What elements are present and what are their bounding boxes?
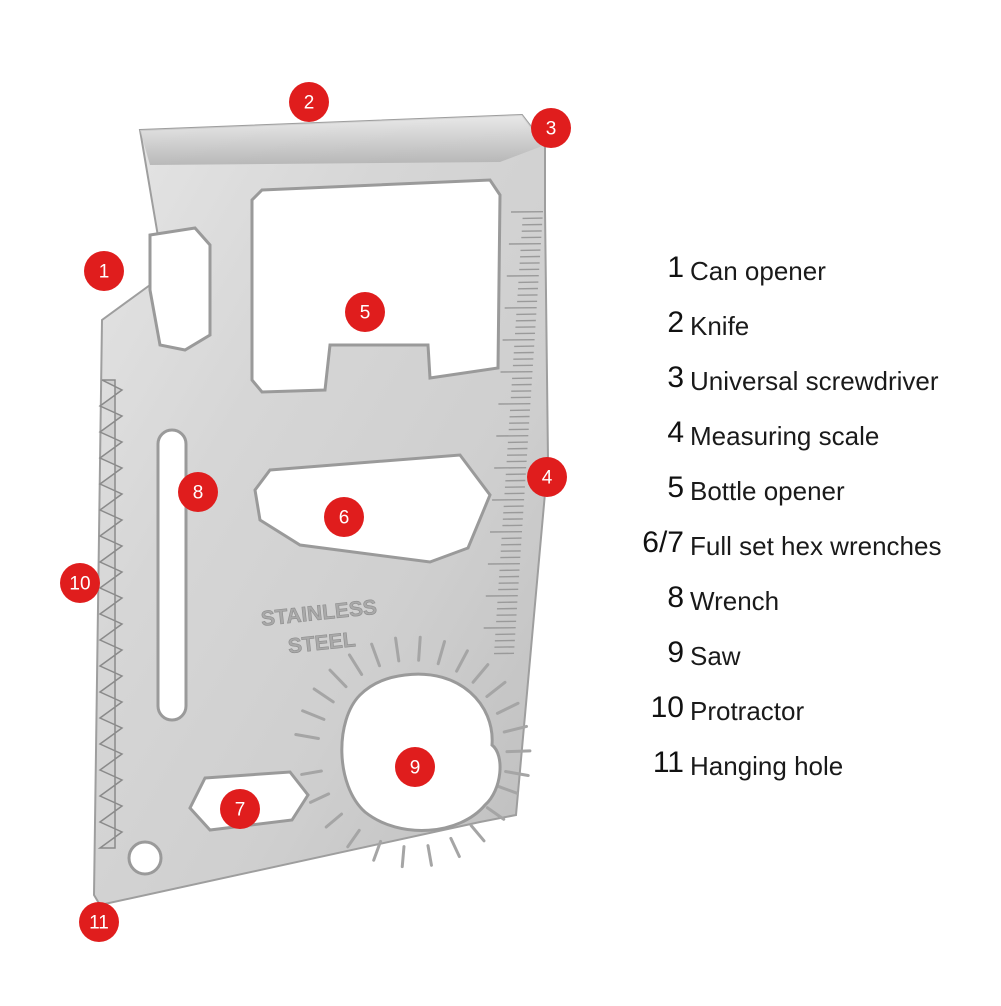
protractor-ray	[428, 846, 431, 866]
legend-number: 6/7	[642, 523, 684, 563]
feature-legend: 1 Can opener 2 Knife 3 Universal screwdr…	[600, 248, 995, 798]
callout-11: 11	[79, 902, 119, 942]
callout-2: 2	[289, 82, 329, 122]
protractor-ray	[451, 838, 459, 856]
callout-6-label: 6	[339, 508, 350, 529]
callout-10: 10	[60, 563, 100, 603]
legend-number: 11	[653, 743, 684, 783]
callout-1-label: 1	[99, 262, 110, 283]
callout-3: 3	[531, 108, 571, 148]
legend-label: Full set hex wrenches	[690, 529, 941, 563]
legend-label: Can opener	[690, 254, 826, 288]
legend-label: Saw	[690, 639, 741, 673]
legend-label: Protractor	[690, 694, 804, 728]
callout-2-label: 2	[304, 93, 315, 114]
legend-row: 6/7 Full set hex wrenches	[600, 523, 995, 578]
protractor-ray	[402, 847, 404, 867]
legend-row: 8 Wrench	[600, 578, 995, 633]
legend-row: 5 Bottle opener	[600, 468, 995, 523]
callout-3-label: 3	[546, 119, 557, 140]
callout-7: 7	[220, 789, 260, 829]
callout-5-label: 5	[360, 303, 371, 324]
legend-label: Universal screwdriver	[690, 364, 939, 398]
callout-4: 4	[527, 457, 567, 497]
legend-number: 10	[651, 688, 684, 728]
callout-8-label: 8	[193, 483, 204, 504]
legend-number: 3	[667, 358, 684, 398]
callout-9: 9	[395, 747, 435, 787]
legend-label: Bottle opener	[690, 474, 845, 508]
callout-8: 8	[178, 472, 218, 512]
callout-6: 6	[324, 497, 364, 537]
can-opener-notch	[150, 228, 210, 350]
protractor-ray	[507, 751, 530, 752]
legend-row: 10 Protractor	[600, 688, 995, 743]
legend-label: Wrench	[690, 584, 779, 618]
legend-number: 8	[667, 578, 684, 618]
callout-7-label: 7	[235, 800, 246, 821]
callout-10-label: 10	[69, 574, 90, 595]
legend-number: 9	[667, 633, 684, 673]
legend-row: 2 Knife	[600, 303, 995, 358]
legend-number: 2	[667, 303, 684, 343]
protractor-ray	[419, 637, 421, 660]
legend-row: 11 Hanging hole	[600, 743, 995, 798]
protractor-ray	[471, 825, 484, 840]
callout-4-label: 4	[542, 468, 553, 489]
legend-row: 4 Measuring scale	[600, 413, 995, 468]
legend-number: 4	[667, 413, 684, 453]
legend-number: 5	[667, 468, 684, 508]
legend-row: 9 Saw	[600, 633, 995, 688]
hanging-hole	[129, 842, 161, 874]
legend-number: 1	[667, 248, 684, 288]
callout-11-label: 11	[89, 913, 109, 934]
legend-label: Hanging hole	[690, 749, 843, 783]
wrench-slot	[158, 430, 186, 720]
legend-label: Knife	[690, 309, 749, 343]
legend-row: 1 Can opener	[600, 248, 995, 303]
legend-label: Measuring scale	[690, 419, 879, 453]
callout-1: 1	[84, 251, 124, 291]
legend-row: 3 Universal screwdriver	[600, 358, 995, 413]
callout-5: 5	[345, 292, 385, 332]
knife-edge	[140, 115, 545, 165]
callout-9-label: 9	[410, 758, 421, 779]
